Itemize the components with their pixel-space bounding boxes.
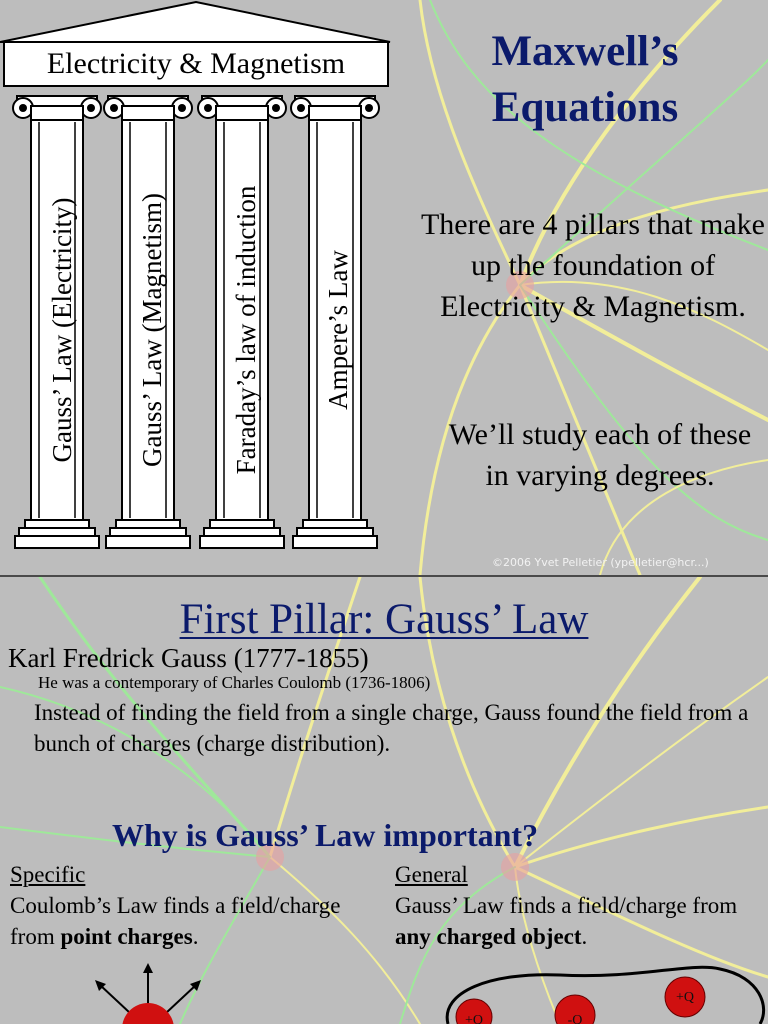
- study-paragraph: We’ll study each of these in varying deg…: [448, 418, 752, 492]
- slide-title-maxwells-equations: Maxwell’s Equations: [440, 24, 730, 136]
- specific-text-after: .: [192, 924, 199, 949]
- charge-label-3: -Q: [568, 1013, 583, 1024]
- charge-positive-2: [664, 976, 706, 1018]
- general-heading: General: [395, 862, 468, 887]
- specific-text-before: Coulomb’s Law finds a field/charge from: [10, 893, 341, 949]
- specific-bold: point charges: [60, 924, 193, 949]
- field-lines-background-2: +Q -Q +Q: [0, 577, 768, 1024]
- temple-architrave: [3, 41, 389, 87]
- pillar-1: [12, 95, 102, 549]
- title-line-2: Equations: [491, 84, 679, 131]
- general-text-before: Gauss’ Law finds a field/charge from: [395, 893, 738, 918]
- pillar-2: [103, 95, 193, 549]
- charge-negative: [554, 994, 596, 1024]
- pillar-label-ampere: Ampere’s Law: [322, 250, 353, 410]
- general-bold: any charged object: [395, 924, 582, 949]
- pillar-label-faraday: Faraday’s law of induction: [230, 185, 261, 475]
- general-column: General Gauss’ Law finds a field/charge …: [395, 859, 765, 952]
- point-charge-diagram: [95, 963, 201, 1024]
- slide-first-pillar-gauss-law: +Q -Q +Q First Pillar: Gauss’ Law Karl F…: [0, 577, 768, 1024]
- pillar-4: [290, 95, 380, 549]
- contemporary-note: He was a contemporary of Charles Coulomb…: [38, 673, 431, 692]
- slide-maxwells-equations: Electricity & Magnetism Gauss’ Law (Elec…: [0, 0, 768, 575]
- slide-divider: [0, 575, 768, 577]
- copyright-text: ©2006 Yvet Pelletier (ypelletier@hcr...): [492, 556, 709, 569]
- pillars-group: [12, 95, 380, 549]
- charge-label-1: +Q: [465, 1013, 483, 1024]
- charged-object-diagram: +Q -Q +Q: [445, 965, 766, 1024]
- charge-label-2: +Q: [676, 990, 694, 1005]
- pillar-3: [197, 95, 287, 549]
- temple-banner-text: Electricity & Magnetism: [46, 47, 346, 80]
- field-lines-background: [418, 0, 768, 575]
- pillar-label-gauss-magnetism: Gauss’ Law (Magnetism): [136, 193, 167, 467]
- specific-heading: Specific: [10, 862, 86, 887]
- gauss-name: Karl Fredrick Gauss (1777-1855): [8, 643, 369, 673]
- specific-text: Coulomb’s Law finds a field/charge from …: [10, 890, 380, 952]
- specific-column: Specific Coulomb’s Law finds a field/cha…: [10, 859, 380, 952]
- charged-object-outline: [445, 965, 766, 1024]
- pillars-paragraph: There are 4 pillars that make up the fou…: [420, 208, 765, 323]
- general-text-after: .: [581, 924, 588, 949]
- temple-roof: [0, 0, 391, 43]
- description-paragraph: Instead of finding the field from a sing…: [34, 700, 749, 756]
- why-heading: Why is Gauss’ Law important?: [111, 817, 539, 853]
- general-text: Gauss’ Law finds a field/charge from any…: [395, 890, 765, 952]
- pillar-label-gauss-electricity: Gauss’ Law (Electricity): [46, 197, 77, 463]
- slide-title-first-pillar: First Pillar: Gauss’ Law: [179, 596, 589, 643]
- temple-illustration: [0, 0, 391, 549]
- title-line-1: Maxwell’s: [491, 28, 679, 75]
- point-charge: [122, 1003, 174, 1024]
- charge-positive-1: [455, 998, 493, 1024]
